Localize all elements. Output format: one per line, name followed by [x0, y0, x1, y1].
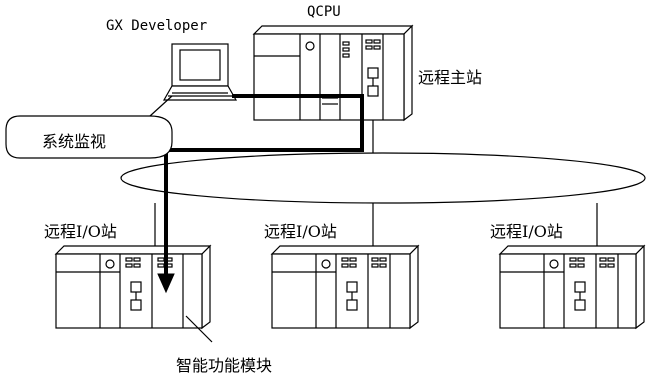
network-ring	[120, 152, 646, 204]
system-monitor-label: 系统监视	[42, 132, 107, 151]
remote-io-label-3: 远程I/O站	[490, 222, 563, 241]
remote-io-label-2: 远程I/O站	[264, 222, 337, 241]
qcpu-label: QCPU	[307, 4, 341, 20]
monitor-path-arrowhead	[157, 273, 175, 294]
gx-developer-label: GX Developer	[106, 18, 208, 34]
remote-io-station-3	[498, 244, 646, 330]
intelligent-module-label: 智能功能模块	[176, 356, 273, 375]
monitor-callout-pointer	[149, 95, 173, 117]
intelligent-module-leader	[185, 315, 213, 343]
master-station	[252, 24, 414, 122]
monitor-path-line	[164, 94, 364, 276]
remote-io-label-1: 远程I/O站	[44, 222, 117, 241]
remote-io-station-2	[270, 244, 420, 330]
master-station-label: 远程主站	[418, 68, 483, 87]
laptop-icon	[162, 43, 238, 101]
remote-io-station-1	[54, 244, 212, 330]
monitor-callout-bubble	[5, 115, 173, 159]
